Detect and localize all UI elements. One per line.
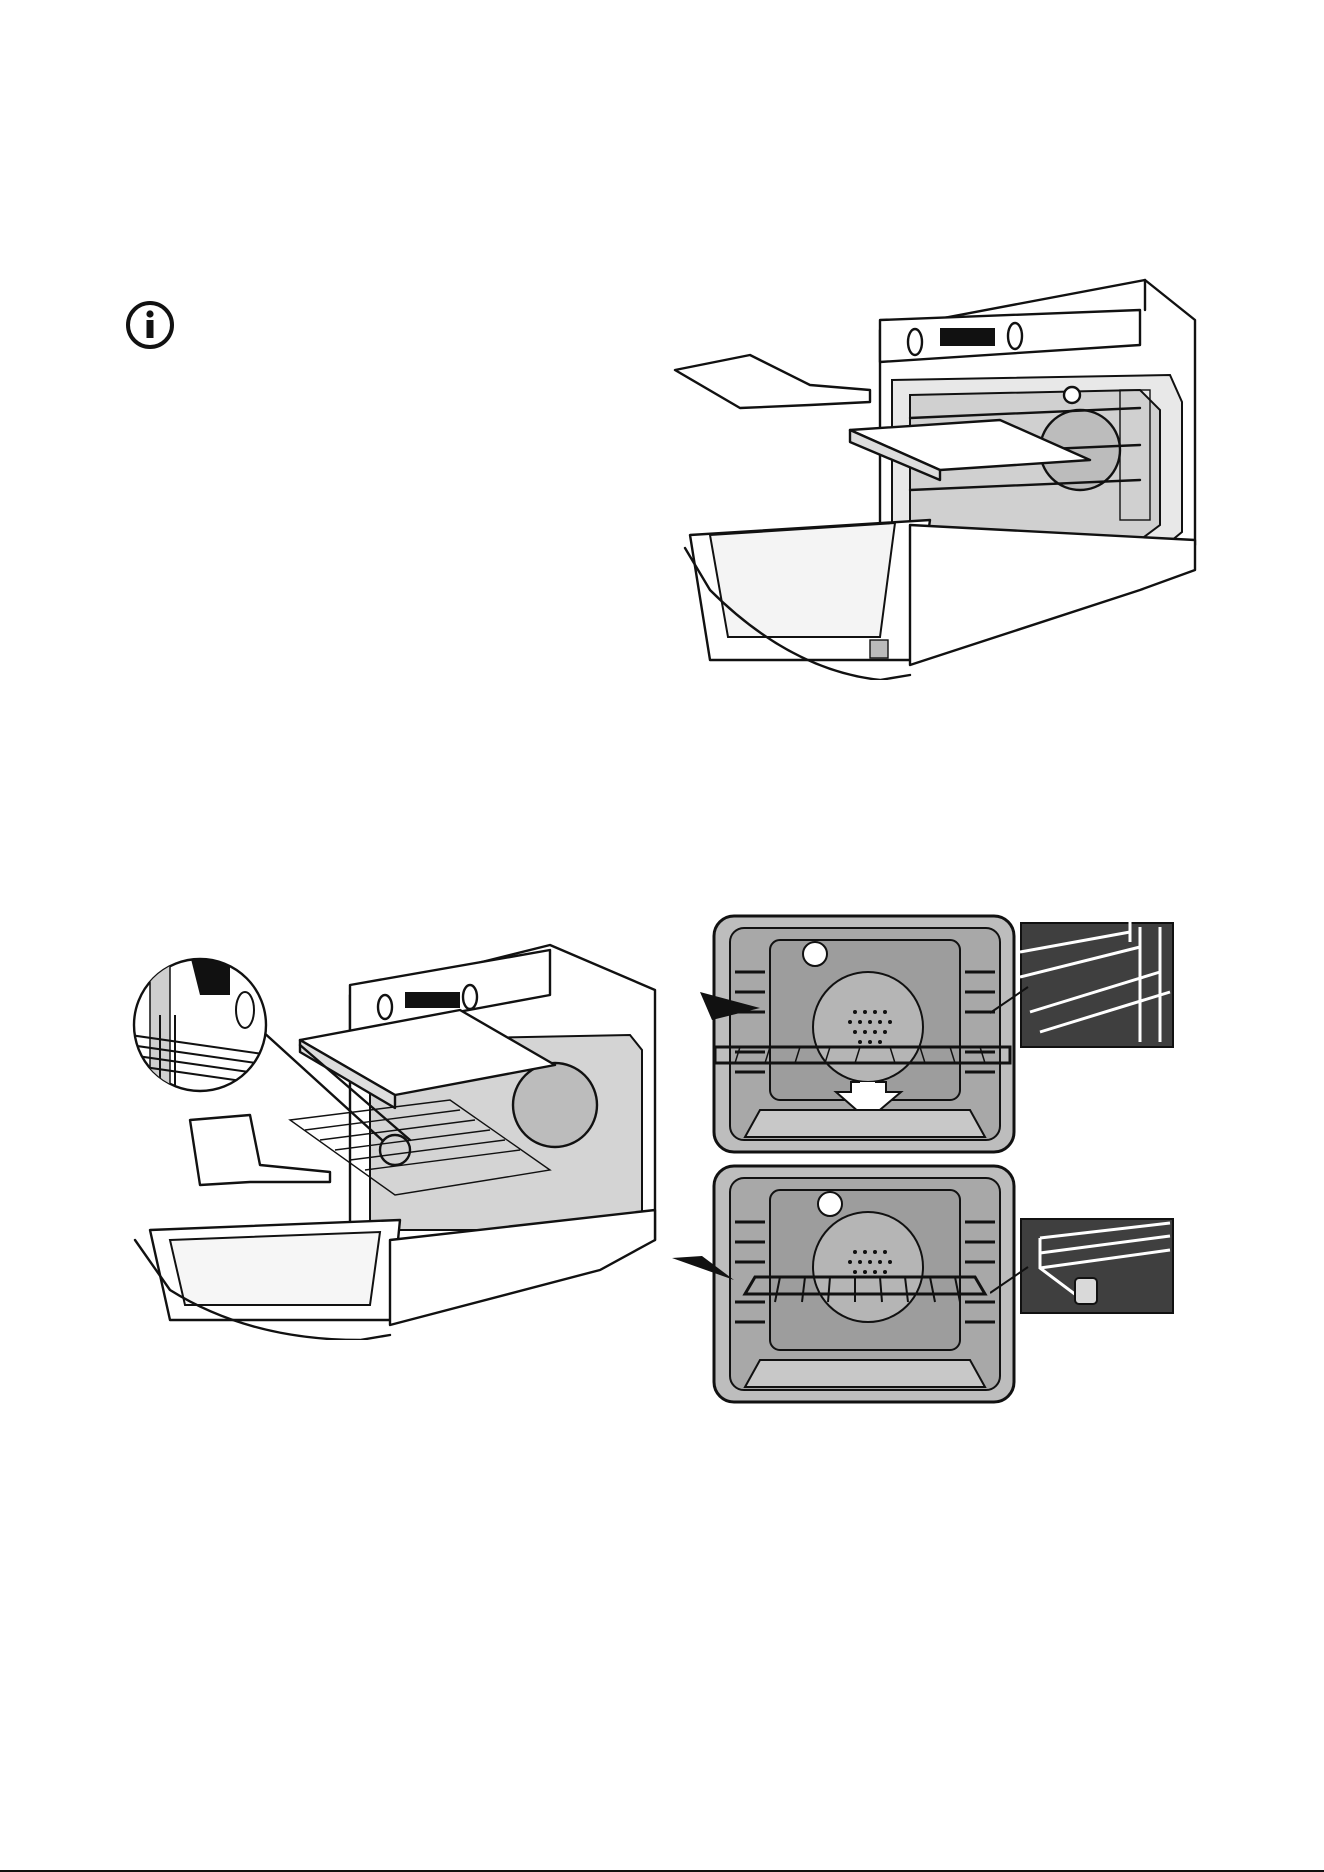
cavity-front-upper-figure <box>700 912 1020 1157</box>
leader-line-icon <box>990 1265 1030 1295</box>
cavity-front-lower-figure <box>700 1162 1020 1407</box>
display-icon <box>940 328 995 346</box>
rack-stop-closeup-icon <box>1020 1218 1174 1314</box>
leader-line-icon <box>990 985 1030 1015</box>
info-circle-icon <box>124 299 176 351</box>
oven-tray-insert-figure <box>670 270 1210 680</box>
pointer-arrow-icon <box>672 1250 742 1290</box>
pointer-arrow-icon <box>700 990 770 1030</box>
rack-guide-closeup-icon <box>1020 922 1174 1048</box>
magnifier-inset-icon <box>130 955 270 1095</box>
